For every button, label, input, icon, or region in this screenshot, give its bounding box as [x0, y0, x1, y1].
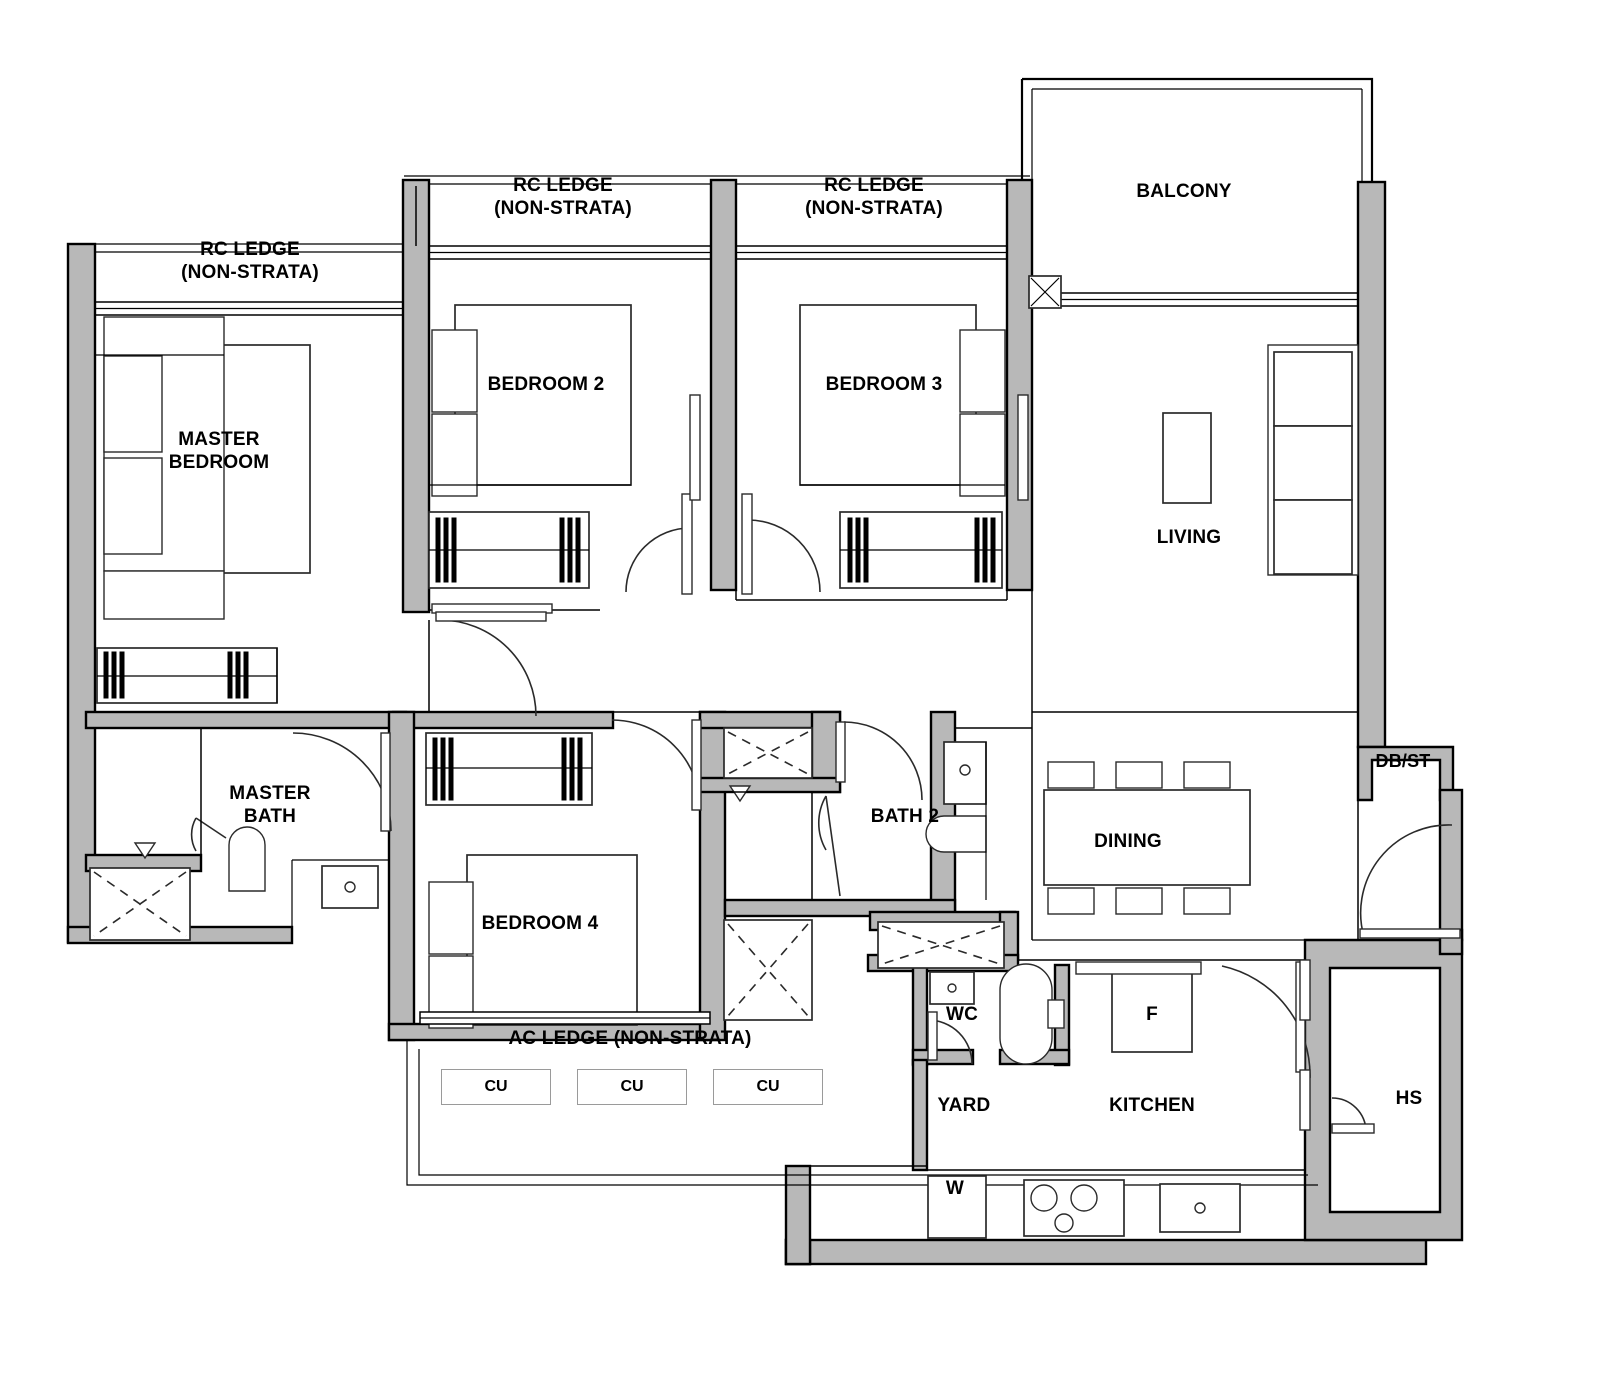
label-balcony: BALCONY	[1136, 181, 1232, 202]
misc-lines	[809, 939, 1305, 1240]
condenser-unit-2: CU	[577, 1069, 687, 1105]
furniture-living	[1162, 344, 1359, 576]
furniture-wc	[927, 963, 1065, 1065]
label-db-st: DB/ST	[1375, 751, 1431, 771]
ac-ledge-outline	[406, 1040, 1318, 1186]
furniture-dining	[1043, 761, 1251, 915]
label-living: LIVING	[1156, 527, 1222, 548]
furniture-master-bath	[89, 728, 392, 941]
label-yard: YARD	[937, 1095, 991, 1116]
service-markers	[1028, 275, 1062, 309]
furniture-bath-2	[723, 721, 1005, 1021]
label-master-bedroom: MASTER BEDROOM	[168, 429, 270, 474]
condenser-unit-3: CU	[713, 1069, 823, 1105]
label-bedroom-4: BEDROOM 4	[481, 913, 599, 934]
label-kitchen: KITCHEN	[1109, 1095, 1195, 1116]
label-rc-ledge-right: RC LEDGE (NON-STRATA)	[805, 175, 943, 220]
label-washer: W	[945, 1178, 965, 1199]
label-rc-ledge-left: RC LEDGE (NON-STRATA)	[181, 239, 319, 284]
furniture-master-bedroom	[95, 316, 311, 704]
label-dining: DINING	[1094, 831, 1162, 852]
condenser-unit-1: CU	[441, 1069, 551, 1105]
label-fridge: F	[1146, 1004, 1158, 1025]
furniture-bedroom-4	[419, 719, 711, 1029]
corridor-doors	[435, 611, 547, 717]
label-bath-2: BATH 2	[870, 806, 940, 827]
doors-service	[1299, 824, 1461, 1134]
furniture-bedroom-3	[689, 304, 1029, 595]
label-bedroom-2: BEDROOM 2	[487, 374, 605, 395]
furniture-bedroom-2	[428, 304, 693, 614]
balcony-outline	[1020, 77, 1374, 182]
label-rc-ledge-mid: RC LEDGE (NON-STRATA)	[494, 175, 632, 220]
label-wc: WC	[945, 1004, 979, 1025]
label-ac-ledge: AC LEDGE (NON-STRATA)	[508, 1028, 752, 1049]
label-hs: HS	[1395, 1088, 1423, 1109]
label-master-bath: MASTER BATH	[229, 783, 311, 828]
label-bedroom-3: BEDROOM 3	[825, 374, 943, 395]
